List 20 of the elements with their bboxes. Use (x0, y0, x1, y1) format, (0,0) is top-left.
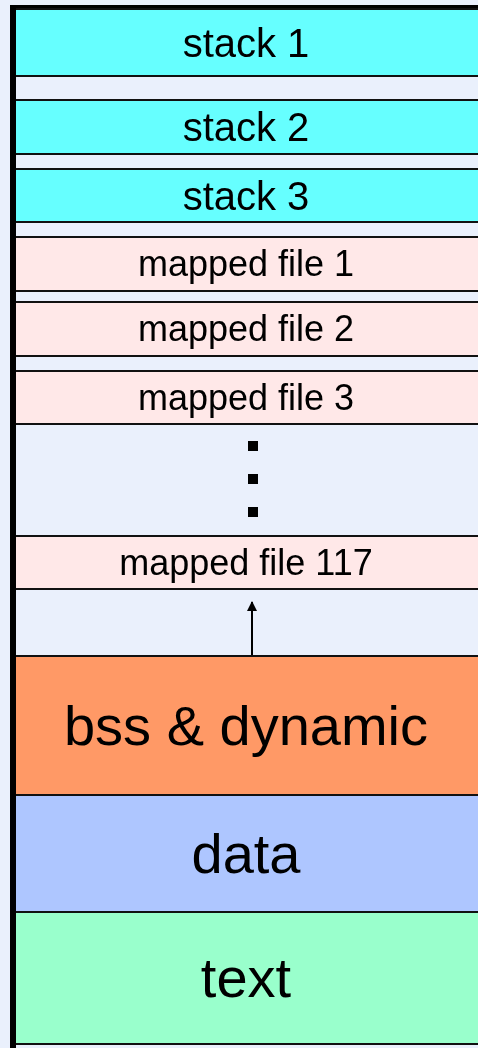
segment-label: mapped file 2 (137, 311, 355, 347)
segment-label: data (191, 825, 301, 882)
memory-segment (16, 8, 478, 77)
memory-segment (16, 168, 478, 223)
memory-segment (16, 655, 478, 796)
segment-label: mapped file 3 (137, 379, 355, 416)
memory-segment (16, 535, 478, 590)
memory-segment (16, 99, 478, 155)
memory-segment (16, 236, 478, 292)
segment-label: stack 3 (182, 175, 310, 216)
memory-segment (16, 911, 478, 1045)
arrow (247, 601, 257, 656)
segment-label: mapped file 117 (119, 544, 373, 581)
segment-label: text (200, 950, 292, 1006)
memory-segment (16, 301, 478, 357)
segment-label: stack 2 (182, 107, 310, 147)
segment-label: mapped file 1 (137, 246, 355, 282)
segment-label: stack 1 (182, 22, 310, 63)
memory-segment (16, 794, 478, 913)
memory-segment (16, 370, 478, 425)
